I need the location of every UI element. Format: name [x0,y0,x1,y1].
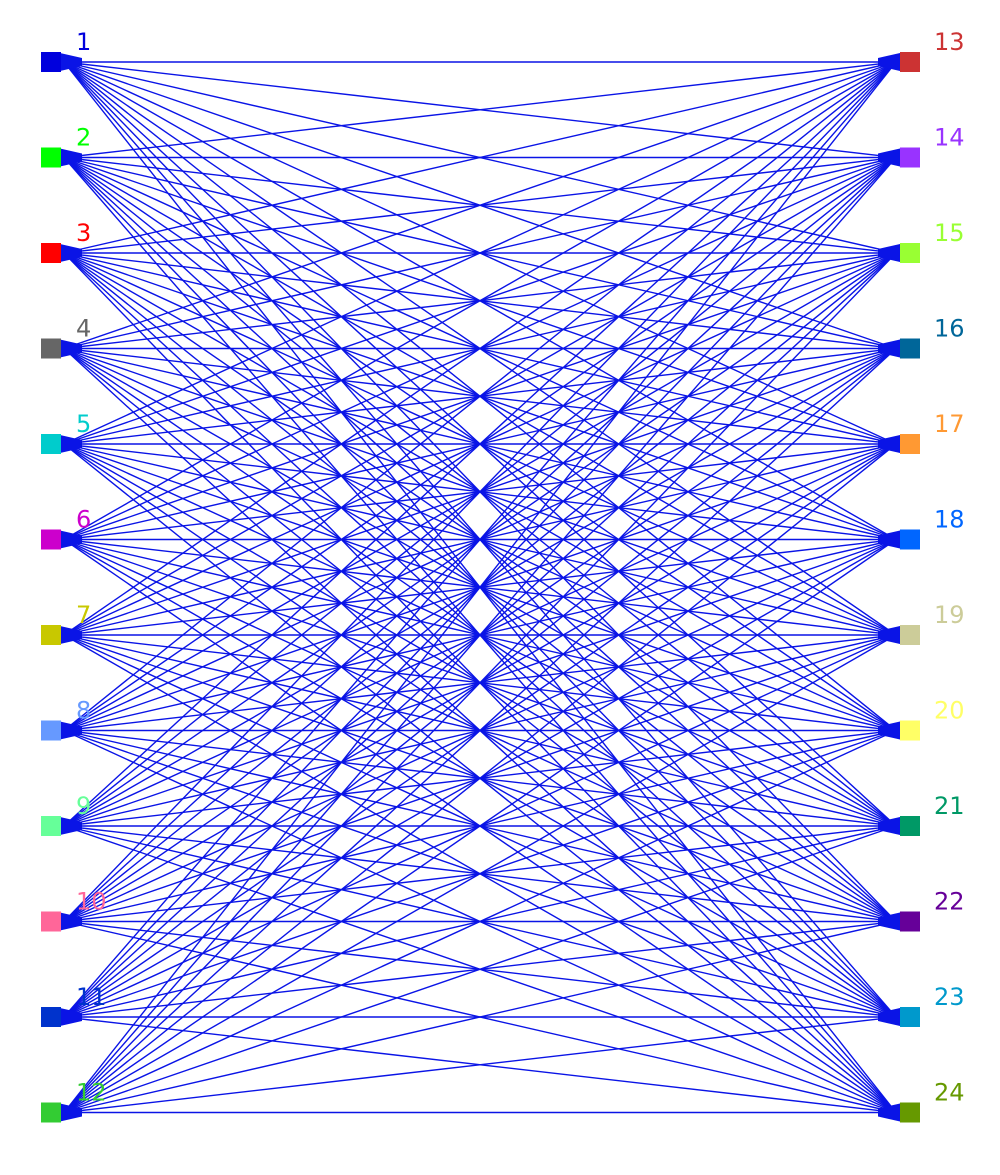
edge-12-19 [63,634,897,1114]
edge-9-13 [63,61,897,827]
node-label-16: 16 [934,315,965,343]
edge-11-13 [63,61,897,1018]
node-15 [900,243,920,263]
edge-bundle-layer [60,53,900,1122]
edge-2-13 [63,61,897,159]
node-1 [41,52,61,72]
node-4 [41,338,61,359]
edge-bundle-8 [60,721,82,740]
node-label-3: 3 [76,219,91,247]
node-14 [900,147,920,168]
edge-bundle-11 [60,1008,82,1026]
edge-12-15 [63,252,897,1113]
edge-layer [63,61,897,1114]
edge-3-13 [63,61,897,254]
edge-bundle-9 [60,817,82,835]
edge-12-23 [63,1016,897,1114]
edge-bundle-13 [878,53,900,71]
node-20 [900,720,920,741]
node-label-6: 6 [76,506,91,534]
edge-bundle-22 [878,912,900,931]
node-16 [900,338,920,359]
edge-12-20 [63,729,897,1114]
node-label-10: 10 [76,888,107,916]
node-layer [41,52,920,1123]
node-23 [900,1007,920,1027]
edge-bundle-7 [60,626,82,644]
edge-bundle-24 [878,1103,900,1122]
node-label-22: 22 [934,888,965,916]
edge-4-13 [63,61,897,350]
edge-12-21 [63,825,897,1114]
node-12 [41,1102,61,1123]
node-5 [41,434,61,454]
node-9 [41,816,61,836]
edge-8-13 [63,61,897,732]
edge-bundle-10 [60,912,82,931]
edge-bundle-21 [878,817,900,835]
node-label-9: 9 [76,792,91,820]
edge-bundle-23 [878,1008,900,1026]
node-18 [900,529,920,550]
edge-bundle-20 [878,721,900,740]
edge-bundle-5 [60,435,82,453]
node-label-7: 7 [76,601,91,629]
node-label-2: 2 [76,124,91,152]
edge-12-13 [63,61,897,1113]
edge-bundle-17 [878,435,900,453]
node-label-14: 14 [934,124,965,152]
node-label-18: 18 [934,506,965,534]
node-8 [41,720,61,741]
node-label-17: 17 [934,410,965,438]
node-label-13: 13 [934,28,965,56]
node-11 [41,1007,61,1027]
edge-12-16 [63,347,897,1114]
node-label-15: 15 [934,219,965,247]
edge-12-18 [63,538,897,1114]
node-3 [41,243,61,263]
node-label-21: 21 [934,792,965,820]
node-24 [900,1102,920,1123]
node-19 [900,625,920,645]
edge-5-13 [63,61,897,445]
node-label-5: 5 [76,410,91,438]
node-label-11: 11 [76,983,107,1011]
node-label-4: 4 [76,315,91,343]
edge-12-22 [63,920,897,1114]
node-17 [900,434,920,454]
edge-bundle-4 [60,339,82,358]
node-label-12: 12 [76,1079,107,1107]
node-label-1: 1 [76,28,91,56]
edge-bundle-2 [60,148,82,167]
node-label-20: 20 [934,697,965,725]
edge-12-14 [63,157,897,1113]
edge-bundle-19 [878,626,900,644]
node-22 [900,911,920,932]
node-6 [41,529,61,550]
node-2 [41,147,61,168]
edge-bundle-12 [60,1103,82,1122]
node-21 [900,816,920,836]
node-7 [41,625,61,645]
edge-6-13 [63,61,897,541]
edge-bundle-6 [60,530,82,549]
node-10 [41,911,61,932]
edge-bundle-18 [878,530,900,549]
edge-bundle-3 [60,244,82,262]
node-label-23: 23 [934,983,965,1011]
node-label-19: 19 [934,601,965,629]
edge-bundle-15 [878,244,900,262]
node-13 [900,52,920,72]
edge-bundle-1 [60,53,82,71]
node-label-24: 24 [934,1079,965,1107]
edge-10-13 [63,61,897,922]
node-label-8: 8 [76,697,91,725]
edge-12-17 [63,443,897,1114]
edge-bundle-16 [878,339,900,358]
edge-bundle-14 [878,148,900,167]
edge-7-13 [63,61,897,636]
